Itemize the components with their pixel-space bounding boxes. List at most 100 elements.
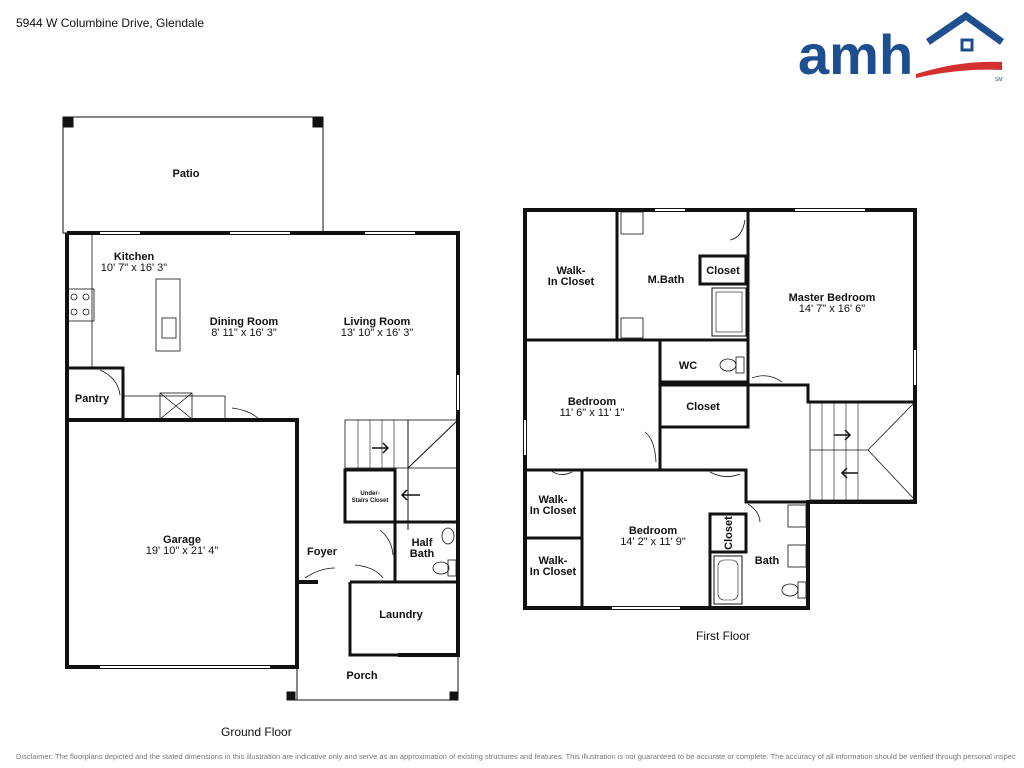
room-dimensions: 14' 2" x 11' 9" bbox=[620, 536, 686, 548]
porch-post bbox=[449, 691, 459, 701]
room-label: Pantry bbox=[75, 393, 110, 405]
logo-roof-icon bbox=[926, 12, 1005, 45]
first-floor-plan bbox=[523, 208, 917, 610]
room-label: Dining Room bbox=[210, 316, 279, 328]
stair-arrow-icon bbox=[834, 429, 852, 441]
patio-post bbox=[62, 116, 74, 128]
fridge-icon bbox=[159, 392, 193, 420]
room-label: Bath bbox=[410, 548, 435, 560]
room-label: Closet bbox=[706, 265, 740, 277]
room-label: Stairs Closet bbox=[352, 498, 389, 504]
disclaimer-text: Disclaimer: The floorplans depicted and … bbox=[16, 752, 1016, 761]
door-swing bbox=[304, 567, 336, 579]
room-label: Under- bbox=[360, 491, 379, 497]
door-swing bbox=[747, 503, 761, 523]
bathtub-icon bbox=[713, 555, 743, 605]
door-swing bbox=[751, 375, 783, 383]
door-swing bbox=[549, 469, 573, 475]
counter bbox=[122, 395, 226, 421]
toilet-icon bbox=[432, 561, 450, 575]
exterior-wall bbox=[67, 231, 460, 657]
room-label: Foyer bbox=[307, 546, 338, 558]
room-label: Walk- bbox=[539, 555, 568, 567]
floor-title: First Floor bbox=[696, 629, 750, 643]
room-dimensions: 14' 7" x 16' 6" bbox=[799, 303, 866, 315]
room-label: Bath bbox=[755, 555, 780, 567]
room-dimensions: 10' 7" x 16' 3" bbox=[101, 262, 168, 274]
sink-icon bbox=[787, 544, 807, 568]
wc-wall bbox=[658, 340, 750, 384]
amh-logo: amh SM bbox=[798, 12, 1005, 82]
room-label: Walk- bbox=[557, 265, 586, 277]
porch-post bbox=[286, 691, 296, 701]
sink-icon bbox=[441, 527, 455, 545]
stair-landing bbox=[407, 419, 459, 530]
patio-post bbox=[312, 116, 324, 128]
floorplan-drawing: Patio Kitchen 10' 7" x 16' 3" Dining Roo… bbox=[62, 116, 917, 701]
room-label: In Closet bbox=[530, 505, 577, 517]
stair-arrow-icon bbox=[840, 467, 858, 479]
room-label: In Closet bbox=[548, 276, 595, 288]
door-swing bbox=[709, 471, 741, 477]
room-label: Porch bbox=[346, 670, 377, 682]
stair-arrow-icon bbox=[400, 489, 420, 501]
sink-icon bbox=[620, 211, 644, 235]
sink-icon bbox=[787, 504, 807, 528]
room-label: Closet bbox=[686, 401, 720, 413]
laundry-wall bbox=[348, 580, 458, 657]
room-label: M.Bath bbox=[648, 274, 685, 286]
closet-wall bbox=[525, 470, 584, 608]
burner-icon bbox=[82, 293, 90, 301]
door-swing bbox=[99, 369, 121, 396]
foyer-wall bbox=[295, 420, 318, 584]
logo-wordmark: amh bbox=[798, 23, 913, 82]
bedroom-wall bbox=[582, 468, 808, 504]
door-swing bbox=[644, 431, 657, 463]
room-label: Closet bbox=[723, 516, 735, 550]
room-dimensions: 13' 10" x 16' 3" bbox=[341, 327, 414, 339]
hall-wall bbox=[746, 382, 915, 404]
room-label: Garage bbox=[163, 534, 201, 546]
under-stairs-closet-wall bbox=[343, 468, 397, 524]
room-label: Half bbox=[412, 537, 433, 549]
logo-service-mark: SM bbox=[995, 77, 1003, 82]
door-swing bbox=[354, 564, 384, 579]
room-label: Patio bbox=[173, 168, 200, 180]
room-label: Bedroom bbox=[629, 525, 678, 537]
room-label: WC bbox=[679, 360, 697, 372]
property-address: 5944 W Columbine Drive, Glendale bbox=[16, 16, 205, 30]
stair-landing bbox=[867, 401, 916, 501]
room-label: Walk- bbox=[539, 494, 568, 506]
room-label: Master Bedroom bbox=[789, 292, 876, 304]
room-dimensions: 8' 11" x 16' 3" bbox=[211, 327, 277, 339]
door-swing bbox=[379, 529, 394, 556]
ground-floor-plan bbox=[62, 116, 460, 701]
kitchen-sink-icon bbox=[161, 317, 177, 339]
room-label: Bedroom bbox=[568, 396, 617, 408]
closet-wall bbox=[708, 512, 748, 554]
toilet-icon bbox=[719, 358, 737, 372]
kitchen-island bbox=[155, 278, 181, 352]
logo-window-icon bbox=[960, 38, 974, 52]
burner-icon bbox=[82, 308, 90, 316]
shower-icon bbox=[711, 287, 747, 337]
closet-wall bbox=[698, 254, 748, 286]
stove-icon bbox=[67, 288, 95, 322]
sink-icon bbox=[620, 317, 644, 339]
stair-treads bbox=[809, 401, 916, 501]
room-label: In Closet bbox=[530, 566, 577, 578]
stair-treads bbox=[344, 419, 459, 469]
room-label: Living Room bbox=[344, 316, 411, 328]
room-dimensions: 19' 10" x 21' 4" bbox=[146, 545, 219, 557]
stair-arrow-icon bbox=[372, 442, 390, 454]
room-label: Laundry bbox=[379, 609, 423, 621]
garage-wall bbox=[65, 233, 299, 669]
floor-title: Ground Floor bbox=[221, 725, 292, 739]
room-label: Kitchen bbox=[114, 251, 155, 263]
room-dimensions: 11' 6" x 11' 1" bbox=[560, 407, 625, 419]
toilet-icon bbox=[781, 583, 799, 597]
logo-swoosh-icon bbox=[916, 61, 1002, 78]
closet-wall bbox=[658, 383, 750, 429]
door-swing bbox=[231, 407, 261, 421]
burner-icon bbox=[70, 293, 78, 301]
